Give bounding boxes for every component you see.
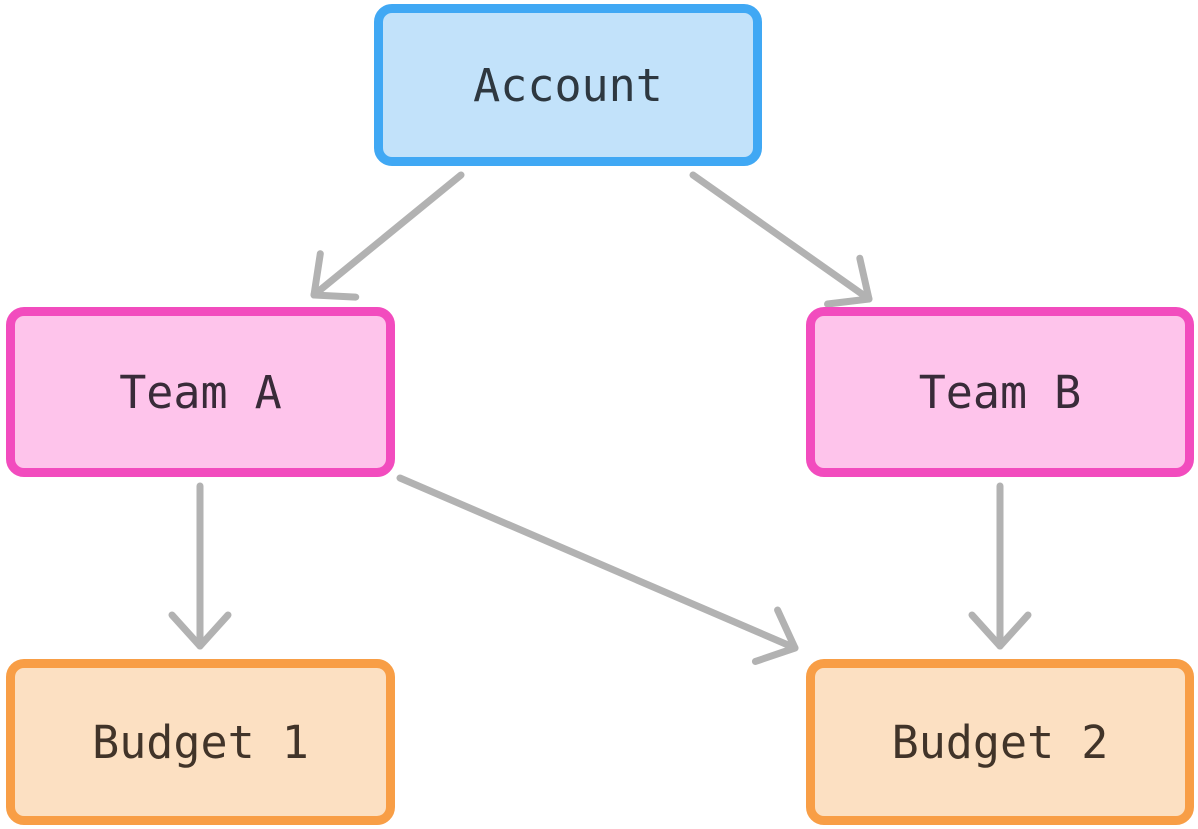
node-team-a: Team A (6, 307, 395, 477)
node-team-b: Team B (806, 307, 1194, 477)
node-budget-1: Budget 1 (6, 659, 395, 825)
node-budget-2: Budget 2 (806, 659, 1194, 825)
node-label: Account (473, 58, 663, 112)
edge-account-to-team-b (689, 171, 873, 308)
edge-group (168, 171, 1032, 665)
node-label: Team A (119, 365, 282, 419)
node-label: Budget 2 (891, 715, 1109, 769)
edge-account-to-team-a (310, 171, 465, 301)
node-label: Team B (918, 365, 1082, 419)
node-account: Account (374, 4, 762, 166)
edge-team-a-to-budget-2 (396, 474, 799, 665)
node-label: Budget 1 (92, 715, 309, 769)
